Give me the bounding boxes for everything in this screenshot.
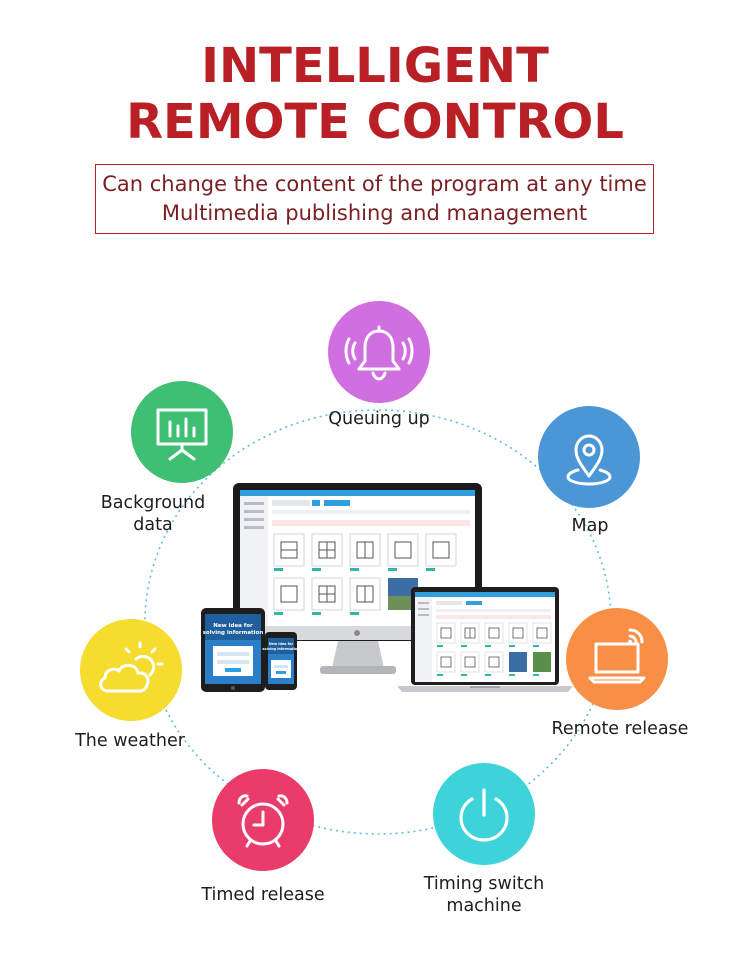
subtitle-line1: Can change the content of the program at… (102, 172, 647, 196)
feature-remote-release (566, 608, 668, 710)
feature-weather (80, 619, 182, 721)
label-remote-release: Remote release (551, 719, 689, 739)
laptop-illustration (397, 587, 573, 692)
tablet-illustration: New idea for solving information (201, 608, 265, 692)
page-title-line2: REMOTE CONTROL (126, 94, 624, 150)
phone-text-line2: solving information (262, 647, 300, 651)
subtitle-box: Can change the content of the program at… (95, 164, 654, 234)
phone-illustration: New idea for solving information (262, 632, 300, 690)
phone-text-line1: New idea for (269, 642, 294, 646)
label-background-data-line2: data (133, 515, 173, 535)
weather-icon (99, 641, 164, 693)
label-weather: The weather (75, 731, 185, 751)
label-background-data-line1: Background (100, 493, 206, 513)
label-timing-switch-line1: Timing switch (423, 874, 545, 894)
label-queuing-up: Queuing up (328, 409, 430, 429)
bell-icon (344, 325, 414, 381)
tablet-text-line2: solving information (203, 630, 264, 636)
power-icon (459, 788, 509, 842)
presentation-chart-icon (156, 408, 208, 461)
feature-timed-release (212, 769, 314, 871)
laptop-wifi-icon (588, 628, 646, 684)
label-map: Map (571, 516, 609, 536)
label-timing-switch-line2: machine (446, 896, 522, 916)
feature-timing-switch (433, 763, 535, 865)
label-timed-release: Timed release (201, 885, 325, 905)
feature-background-data (131, 381, 233, 483)
feature-queuing-up (328, 301, 430, 403)
tablet-text-line1: New idea for (213, 623, 253, 629)
alarm-clock-icon (237, 794, 289, 848)
feature-map (538, 406, 640, 508)
map-pin-icon (566, 434, 612, 486)
subtitle-line2: Multimedia publishing and management (161, 201, 588, 225)
page-title-line1: INTELLIGENT (201, 38, 549, 94)
